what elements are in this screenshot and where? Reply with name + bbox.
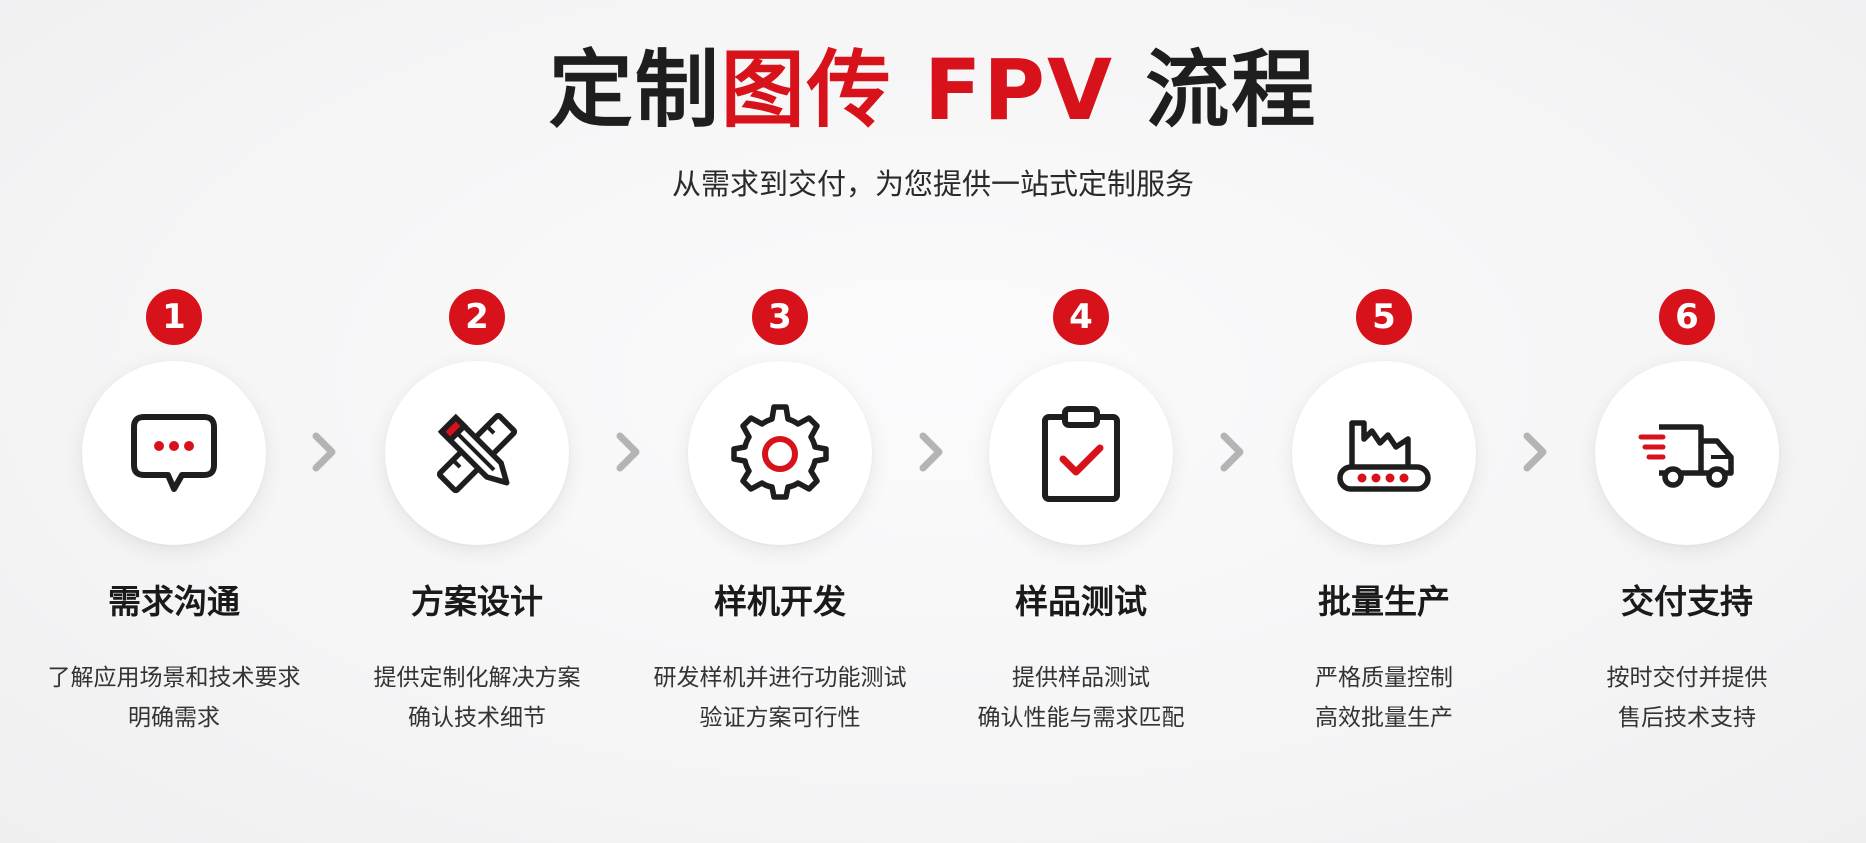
chevron-right-icon: [616, 432, 640, 472]
factory-conveyor-icon: [1337, 420, 1431, 492]
step-title: 方案设计: [411, 582, 543, 621]
step-icon-circle: [688, 361, 872, 545]
title-part-3: 流程: [1113, 41, 1318, 139]
step-title: 样品测试: [1015, 582, 1147, 621]
step-icon-circle: [1292, 361, 1476, 545]
step-number-badge: 5: [1356, 289, 1412, 345]
title-part-1: 定制: [548, 41, 721, 139]
chat-bubble-icon: [131, 414, 217, 492]
step-icon-circle: [1595, 361, 1779, 545]
step-icon-circle: [82, 361, 266, 545]
step-description-line-2: 明确需求: [128, 705, 220, 731]
step-6: 6 交付支持 按时交付并提供 售后技术支持: [1537, 285, 1837, 745]
delivery-truck-icon: [1638, 424, 1734, 488]
step-3: 3 样机开发 研发样机并进行功能测试 验证方案可行性: [630, 285, 930, 745]
step-title: 样机开发: [714, 582, 846, 621]
chevron-right-icon: [312, 432, 336, 472]
page-subtitle: 从需求到交付，为您提供一站式定制服务: [671, 167, 1194, 201]
step-description-line-1: 提供样品测试: [1012, 665, 1150, 691]
step-title: 交付支持: [1621, 582, 1753, 621]
step-number-badge: 6: [1659, 289, 1715, 345]
step-icon-circle: [989, 361, 1173, 545]
step-number-badge: 2: [449, 289, 505, 345]
step-description-line-2: 确认技术细节: [408, 705, 546, 731]
step-4: 4 样品测试 提供样品测试 确认性能与需求匹配: [931, 285, 1231, 745]
step-2: 2 方案设计 提供定制化解决方案 确认技术细节: [327, 285, 627, 745]
step-description-line-2: 高效批量生产: [1315, 705, 1453, 731]
step-title: 批量生产: [1318, 582, 1450, 621]
step-icon-circle: [385, 361, 569, 545]
step-description-line-1: 按时交付并提供: [1606, 665, 1768, 691]
chevron-right-icon: [1523, 432, 1547, 472]
step-title: 需求沟通: [108, 582, 240, 621]
step-description-line-1: 研发样机并进行功能测试: [653, 665, 907, 691]
step-number-badge: 3: [752, 289, 808, 345]
step-description-line-2: 售后技术支持: [1618, 705, 1756, 731]
step-description-line-2: 验证方案可行性: [699, 705, 861, 731]
page-title: 定制图传 FPV 流程: [0, 40, 1866, 140]
gear-icon: [731, 404, 829, 500]
step-description-line-1: 提供定制化解决方案: [373, 665, 581, 691]
ruler-pencil-icon: [436, 412, 518, 494]
step-number-badge: 4: [1053, 289, 1109, 345]
step-number-badge: 1: [146, 289, 202, 345]
step-5: 5 批量生产 严格质量控制 高效批量生产: [1234, 285, 1534, 745]
step-description-line-2: 确认性能与需求匹配: [977, 705, 1185, 731]
chevron-right-icon: [1220, 432, 1244, 472]
step-1: 1 需求沟通 了解应用场景和技术要求 明确需求: [24, 285, 324, 745]
step-description-line-1: 严格质量控制: [1315, 665, 1453, 691]
title-part-2: 图传 FPV: [720, 41, 1114, 139]
step-description-line-1: 了解应用场景和技术要求: [47, 665, 301, 691]
clipboard-check-icon: [1042, 406, 1120, 502]
chevron-right-icon: [919, 432, 943, 472]
